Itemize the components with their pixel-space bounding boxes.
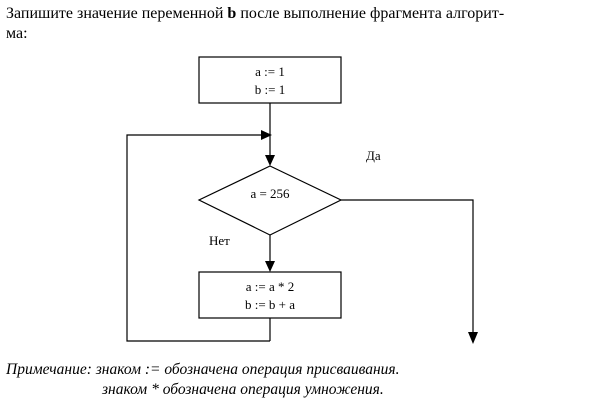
note-line1: Примечание: знаком := обозначена операци… — [6, 361, 400, 378]
decision-arrowhead — [265, 155, 275, 166]
body-arrowhead — [265, 261, 275, 272]
question-variable: b — [227, 5, 237, 22]
body-block — [198, 271, 342, 319]
init-block — [198, 56, 342, 104]
question-prefix: Запишите значение переменной — [6, 5, 228, 22]
question-text: Запишите значение переменной b после вып… — [6, 4, 602, 44]
exit-arrowhead — [468, 332, 478, 344]
yes-branch-line — [341, 199, 474, 333]
note-text: Примечание: знаком := обозначена операци… — [6, 360, 400, 400]
init-line2: b := 1 — [255, 82, 285, 97]
loop-back-arrowhead — [261, 130, 272, 140]
decision-condition: a = 256 — [250, 186, 290, 201]
body-line2: b := b + a — [245, 297, 295, 312]
body-line1: a := a * 2 — [246, 279, 294, 294]
no-label: Нет — [209, 233, 230, 248]
init-line1: a := 1 — [255, 64, 285, 79]
question-suffix: после выполнение фрагмента алгорит- — [236, 5, 505, 22]
question-line2: ма: — [6, 25, 28, 42]
loop-back-line — [126, 134, 270, 342]
note-line2: знаком * обозначена операция умножения. — [102, 381, 384, 398]
yes-label: Да — [366, 148, 381, 163]
